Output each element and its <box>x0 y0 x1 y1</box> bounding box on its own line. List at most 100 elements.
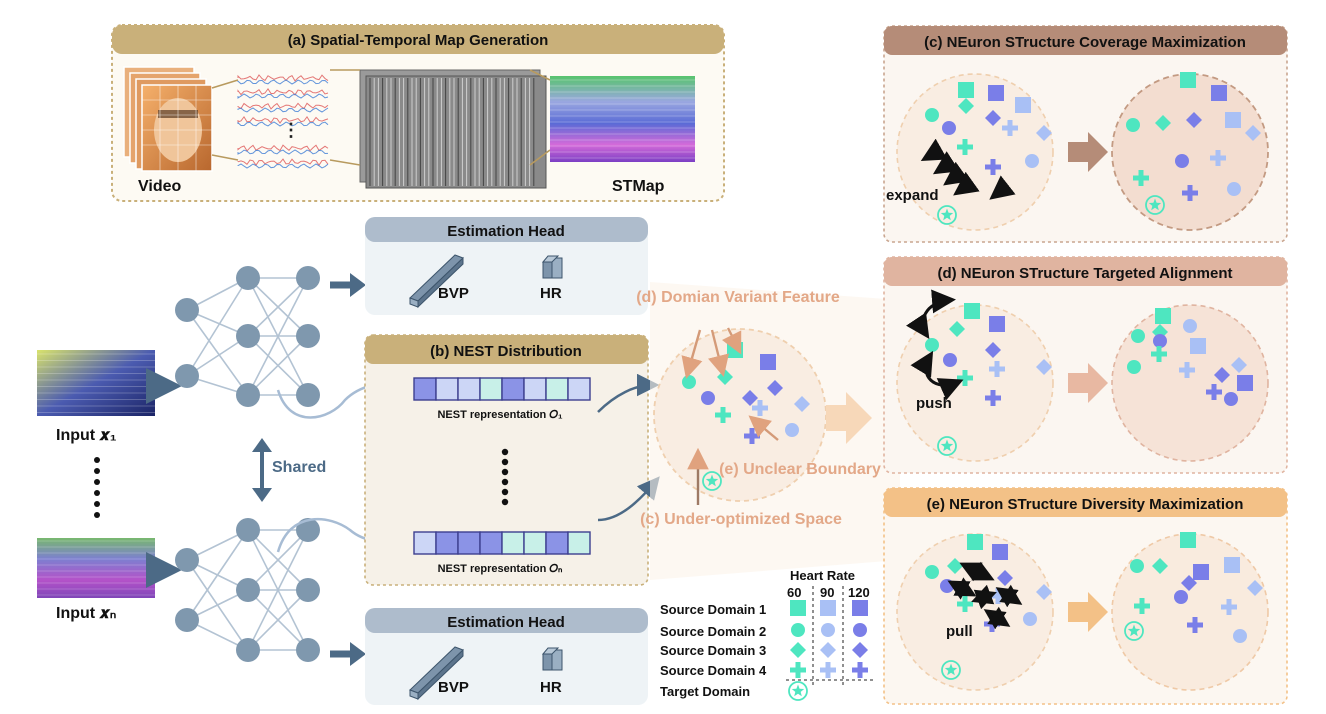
diamond-marker <box>1181 575 1197 591</box>
input-vertical-dots <box>94 457 100 518</box>
circle-marker <box>1126 118 1140 132</box>
plus-marker <box>1133 170 1149 186</box>
network-node <box>175 608 199 632</box>
circle-marker <box>1174 590 1188 604</box>
plus-marker <box>957 370 973 386</box>
signal-traces <box>237 74 329 169</box>
center-to-right-arrow <box>826 392 872 444</box>
diamond-marker <box>1214 367 1230 383</box>
circle-marker <box>925 108 939 122</box>
neural-network-bottom <box>175 518 320 662</box>
diamond-marker <box>742 390 758 406</box>
circle-marker <box>1127 360 1141 374</box>
panel-b: (b) NEST Distribution NEST representatio… <box>364 334 649 586</box>
network-node <box>296 383 320 407</box>
diamond-marker <box>1186 112 1202 128</box>
plus-marker <box>1134 598 1150 614</box>
network-node <box>175 298 199 322</box>
signal-trace-red <box>237 144 329 152</box>
plus-marker <box>1206 384 1222 400</box>
diamond-marker <box>1036 359 1052 375</box>
square-marker <box>1180 72 1196 88</box>
nest-cell <box>545 531 569 555</box>
panel-c-word: expand <box>886 187 939 204</box>
legend-row-3: Source Domain 3 <box>660 643 766 658</box>
panel-a-title: (a) Spatial-Temporal Map Generation <box>288 32 549 49</box>
bvp-icon <box>409 646 464 701</box>
legend-row-2: Source Domain 2 <box>660 624 766 639</box>
circle-marker <box>1233 629 1247 643</box>
circle-marker <box>1025 154 1039 168</box>
signal-trace-red <box>237 87 329 96</box>
neural-network-top <box>175 266 320 407</box>
hr-icon <box>541 647 563 671</box>
square-marker <box>1225 112 1241 128</box>
square-marker <box>1193 564 1209 580</box>
nest-rep-bottom-label: NEST representation 𝑂ₙ <box>438 563 563 575</box>
square-marker <box>1015 97 1031 113</box>
plus-marker <box>957 596 973 612</box>
diamond-marker <box>1231 357 1247 373</box>
plus-marker <box>1221 599 1237 615</box>
nest-cell <box>435 531 459 555</box>
plus-marker <box>790 662 806 678</box>
panel-e-title: (e) NEuron STructure Diversity Maximizat… <box>927 496 1244 513</box>
target-star-marker <box>1145 195 1165 215</box>
circle-marker <box>1131 329 1145 343</box>
legend-row-4: Source Domain 4 <box>660 663 767 678</box>
network-node <box>296 638 320 662</box>
circle-marker <box>1227 182 1241 196</box>
signal-trace-blue <box>237 93 329 99</box>
panel-c-arrow <box>1068 132 1108 172</box>
network-node <box>296 266 320 290</box>
panel-d: (d) NEuron STructure Targeted Alignment … <box>883 256 1288 474</box>
diamond-marker <box>985 110 1001 126</box>
diamond-marker <box>794 396 810 412</box>
legend-row-5: Target Domain <box>660 684 750 699</box>
panel-b-title: (b) NEST Distribution <box>430 343 582 360</box>
network-node <box>175 364 199 388</box>
nest-cell <box>501 531 525 555</box>
plus-marker <box>1179 362 1195 378</box>
diamond-marker <box>820 642 836 658</box>
network-edge <box>186 529 249 621</box>
target-star-marker <box>788 681 808 701</box>
square-marker <box>1211 85 1227 101</box>
network-edge <box>186 309 249 396</box>
stmap-label: STMap <box>612 178 665 195</box>
plus-marker <box>1002 120 1018 136</box>
circle-marker <box>942 121 956 135</box>
estimation-head-bottom-title: Estimation Head <box>447 614 565 631</box>
input-top-label: Input 𝒙₁ <box>56 427 117 444</box>
video-label: Video <box>138 178 182 195</box>
signal-trace-red <box>237 102 329 110</box>
diamond-marker <box>852 642 868 658</box>
square-marker <box>820 600 836 616</box>
network-edge <box>247 335 309 396</box>
circle-marker <box>943 353 957 367</box>
under-optimized-annotation: (c) Under-optimized Space <box>640 511 842 528</box>
nest-cell <box>567 531 591 555</box>
unclear-boundary-annotation: (e) Unclear Boundary <box>719 461 881 478</box>
video-frames <box>123 66 213 172</box>
domain-variant-annotation: (d) Domian Variant Feature <box>636 289 840 306</box>
circle-marker <box>1224 392 1238 406</box>
plus-marker <box>752 400 768 416</box>
plus-marker <box>820 662 836 678</box>
panel-c: (c) NEuron STructure Coverage Maximizati… <box>883 25 1288 243</box>
circle-marker <box>853 623 867 637</box>
target-star-marker <box>702 471 722 491</box>
target-star-marker <box>937 436 957 456</box>
square-marker <box>790 600 806 616</box>
signal-trace-blue <box>237 107 329 113</box>
circle-marker <box>1183 319 1197 333</box>
network-node <box>236 266 260 290</box>
panel-e: (e) NEuron STructure Diversity Maximizat… <box>883 487 1288 705</box>
square-marker <box>1155 308 1171 324</box>
nest-cell <box>413 531 437 555</box>
signal-trace-red <box>237 158 329 167</box>
legend-title: Heart Rate <box>790 568 855 583</box>
square-marker <box>1180 532 1196 548</box>
plus-marker <box>1151 346 1167 362</box>
panel-a-arrows <box>211 69 551 166</box>
